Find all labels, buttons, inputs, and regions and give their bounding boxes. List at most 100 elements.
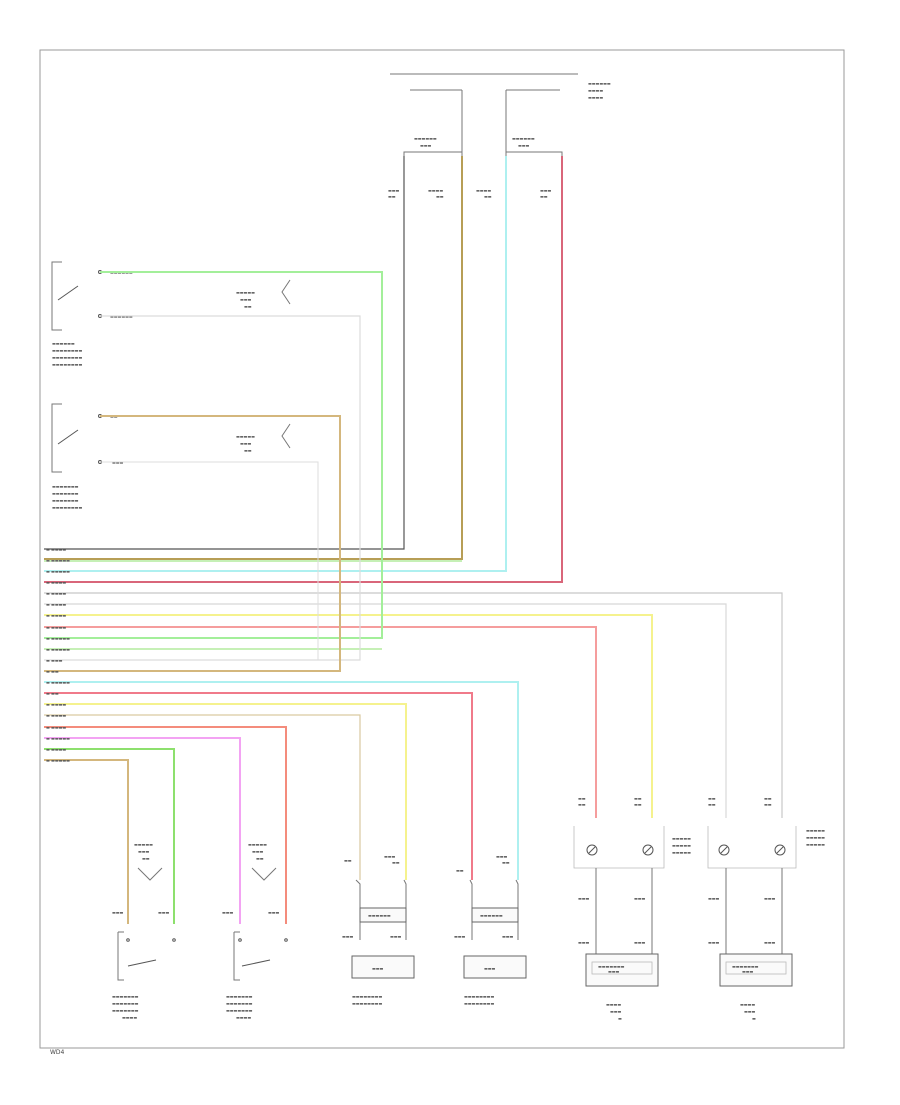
svg-text:▬ ▬▬▬▬: ▬ ▬▬▬▬ xyxy=(46,613,66,618)
svg-text:▬▬: ▬▬ xyxy=(344,858,352,863)
svg-text:▬▬▬: ▬▬▬ xyxy=(518,143,530,148)
svg-text:▬▬▬▬▬: ▬▬▬▬▬ xyxy=(672,836,691,841)
svg-text:▬▬▬▬▬▬▬: ▬▬▬▬▬▬▬ xyxy=(598,964,625,969)
svg-text:▬▬▬: ▬▬▬ xyxy=(610,1009,622,1014)
svg-text:▬ ▬▬: ▬ ▬▬ xyxy=(46,691,59,696)
passenger-seat-belt-switch: ▬▬▬▬▬▬▬ ▬▬▬▬▬▬▬ ▬▬▬▬▬▬▬ ▬▬▬▬▬▬▬▬ ▬▬ ▬▬▬ … xyxy=(51,403,291,510)
svg-text:▬▬▬▬▬▬▬: ▬▬▬▬▬▬▬ xyxy=(732,964,759,969)
svg-text:▬▬▬: ▬▬▬ xyxy=(240,441,252,446)
svg-text:▬▬▬: ▬▬▬ xyxy=(252,849,264,854)
svg-text:▬▬▬▬▬: ▬▬▬▬▬ xyxy=(134,842,153,847)
svg-text:▬ ▬▬▬▬▬: ▬ ▬▬▬▬▬ xyxy=(46,636,70,641)
svg-text:▬▬: ▬▬ xyxy=(142,856,150,861)
svg-text:▬▬▬▬▬▬: ▬▬▬▬▬▬ xyxy=(588,81,611,86)
svg-text:▬▬: ▬▬ xyxy=(578,796,586,801)
svg-text:▬ ▬▬▬▬: ▬ ▬▬▬▬ xyxy=(46,747,66,752)
svg-text:▬▬▬: ▬▬▬ xyxy=(578,896,590,901)
svg-text:▬▬: ▬▬ xyxy=(502,860,510,865)
footer-code: WD4 xyxy=(50,1049,65,1056)
svg-text:▬▬: ▬▬ xyxy=(244,304,252,309)
svg-text:▬ ▬▬▬▬▬: ▬ ▬▬▬▬▬ xyxy=(46,558,70,563)
svg-text:▬▬▬▬: ▬▬▬▬ xyxy=(588,95,603,100)
svg-text:▬▬▬▬▬: ▬▬▬▬▬ xyxy=(806,842,825,847)
svg-text:▬▬: ▬▬ xyxy=(244,448,252,453)
svg-text:▬▬▬▬▬▬▬: ▬▬▬▬▬▬▬ xyxy=(226,1008,253,1013)
svg-text:▬ ▬▬▬▬▬: ▬ ▬▬▬▬▬ xyxy=(46,680,70,685)
air-bag-module-2: ▬▬ ▬▬ ▬▬ ▬▬ ▬▬▬▬▬ ▬▬▬▬▬ ▬▬▬▬▬ ▬▬▬ ▬▬▬ ▬▬… xyxy=(707,796,825,1021)
svg-text:▬▬: ▬▬ xyxy=(764,802,772,807)
svg-text:▬▬▬▬▬▬▬: ▬▬▬▬▬▬▬ xyxy=(52,498,79,503)
svg-text:▬▬: ▬▬ xyxy=(388,194,396,199)
svg-text:▬▬▬: ▬▬▬ xyxy=(742,969,754,974)
svg-text:▬▬▬: ▬▬▬ xyxy=(764,896,776,901)
svg-text:▬▬▬▬▬: ▬▬▬▬▬ xyxy=(672,843,691,848)
svg-text:▬▬▬▬: ▬▬▬▬ xyxy=(236,1015,251,1020)
svg-text:▬▬▬▬▬▬▬: ▬▬▬▬▬▬▬ xyxy=(226,1001,253,1006)
svg-text:▬▬▬▬: ▬▬▬▬ xyxy=(476,188,491,193)
svg-text:▬▬▬▬▬▬▬: ▬▬▬▬▬▬▬ xyxy=(112,1001,139,1006)
svg-text:▬ ▬▬▬: ▬ ▬▬▬ xyxy=(46,658,63,663)
svg-text:▬▬▬▬: ▬▬▬▬ xyxy=(588,88,603,93)
svg-text:▬▬▬▬▬▬▬▬: ▬▬▬▬▬▬▬▬ xyxy=(52,362,82,367)
svg-text:▬▬: ▬▬ xyxy=(634,796,642,801)
driver-seat-belt-switch: ▬▬▬▬▬▬ ▬▬▬▬▬▬▬▬ ▬▬▬▬▬▬▬▬ ▬▬▬▬▬▬▬▬ ▬▬▬▬▬▬… xyxy=(51,261,291,367)
svg-text:▬▬: ▬▬ xyxy=(578,802,586,807)
top-connector-assembly: ▬▬▬▬▬▬ ▬▬▬▬ ▬▬▬▬ ▬▬▬▬▬▬ ▬▬▬ ▬▬▬▬▬▬ ▬▬▬ ▬… xyxy=(388,73,611,199)
svg-text:▬ ▬▬: ▬ ▬▬ xyxy=(46,669,59,674)
svg-text:▬▬▬: ▬▬▬ xyxy=(384,854,396,859)
svg-text:▬▬▬: ▬▬▬ xyxy=(240,297,252,302)
svg-text:▬▬: ▬▬ xyxy=(484,194,492,199)
svg-text:▬▬▬▬▬: ▬▬▬▬▬ xyxy=(236,290,255,295)
svg-text:▬▬: ▬▬ xyxy=(436,194,444,199)
svg-text:▬▬: ▬▬ xyxy=(256,856,264,861)
svg-text:▬▬▬▬▬▬▬▬: ▬▬▬▬▬▬▬▬ xyxy=(52,355,82,360)
svg-text:▬▬▬▬▬▬: ▬▬▬▬▬▬ xyxy=(512,136,535,141)
right-seat-track-switch: ▬▬▬▬▬ ▬▬▬ ▬▬ ▬▬▬ ▬▬▬ ▬▬▬▬▬▬▬ ▬▬▬▬▬▬▬ ▬▬▬… xyxy=(222,842,288,1020)
svg-text:▬▬: ▬▬ xyxy=(634,802,642,807)
svg-text:▬▬▬▬▬▬▬: ▬▬▬▬▬▬▬ xyxy=(226,994,253,999)
svg-text:▬▬▬▬▬▬▬▬: ▬▬▬▬▬▬▬▬ xyxy=(464,994,494,999)
svg-text:▬▬▬: ▬▬▬ xyxy=(138,849,150,854)
svg-text:▬▬▬▬▬: ▬▬▬▬▬ xyxy=(248,842,267,847)
svg-text:▬ ▬▬▬▬: ▬ ▬▬▬▬ xyxy=(46,713,66,718)
svg-text:▬▬▬: ▬▬▬ xyxy=(540,188,552,193)
svg-text:▬▬▬: ▬▬▬ xyxy=(388,188,400,193)
svg-text:▬ ▬▬▬▬: ▬ ▬▬▬▬ xyxy=(46,580,66,585)
svg-text:▬▬▬: ▬▬▬ xyxy=(608,969,620,974)
svg-text:▬▬▬: ▬▬▬ xyxy=(764,940,776,945)
svg-text:▬▬▬▬▬▬▬: ▬▬▬▬▬▬▬ xyxy=(112,1008,139,1013)
svg-text:▬▬▬▬▬▬: ▬▬▬▬▬▬ xyxy=(414,136,437,141)
svg-text:▬▬: ▬▬ xyxy=(392,860,400,865)
air-bag-module-1: ▬▬ ▬▬ ▬▬ ▬▬ ▬▬▬▬▬ ▬▬▬▬▬ ▬▬▬▬▬ ▬▬▬ ▬▬▬ ▬▬… xyxy=(573,796,691,1021)
svg-text:▬▬▬▬▬▬▬: ▬▬▬▬▬▬▬ xyxy=(52,484,79,489)
svg-text:▬▬▬▬: ▬▬▬▬ xyxy=(428,188,443,193)
svg-text:▬▬▬: ▬▬▬ xyxy=(708,896,720,901)
svg-text:▬▬▬▬: ▬▬▬▬ xyxy=(122,1015,137,1020)
svg-text:▬ ▬▬▬▬▬: ▬ ▬▬▬▬▬ xyxy=(46,736,70,741)
svg-text:▬▬▬: ▬▬▬ xyxy=(390,934,402,939)
svg-text:▬ ▬▬▬▬: ▬ ▬▬▬▬ xyxy=(46,725,66,730)
svg-text:▬▬▬▬▬▬▬▬: ▬▬▬▬▬▬▬▬ xyxy=(352,994,382,999)
right-side-air-bag-module: ▬▬ ▬▬▬ ▬▬ ▬▬▬▬▬▬ ▬▬▬ ▬▬▬ ▬▬▬ ▬▬▬▬▬▬▬▬ ▬▬… xyxy=(342,854,415,1006)
svg-text:▬▬▬: ▬▬▬ xyxy=(634,896,646,901)
svg-text:▬▬▬: ▬▬▬ xyxy=(454,934,466,939)
svg-text:▬▬▬: ▬▬▬ xyxy=(578,940,590,945)
svg-text:▬ ▬▬▬▬: ▬ ▬▬▬▬ xyxy=(46,702,66,707)
svg-text:▬▬▬▬▬: ▬▬▬▬▬ xyxy=(806,828,825,833)
svg-text:▬▬▬▬▬▬▬▬: ▬▬▬▬▬▬▬▬ xyxy=(352,1001,382,1006)
svg-text:▬▬▬▬▬▬▬: ▬▬▬▬▬▬▬ xyxy=(52,491,79,496)
svg-text:▬▬▬: ▬▬▬ xyxy=(744,1009,756,1014)
svg-text:▬: ▬ xyxy=(752,1016,756,1021)
svg-text:▬▬: ▬▬ xyxy=(708,796,716,801)
svg-text:▬▬▬▬▬▬: ▬▬▬▬▬▬ xyxy=(368,913,391,918)
svg-text:▬: ▬ xyxy=(618,1016,622,1021)
svg-text:▬▬▬: ▬▬▬ xyxy=(708,940,720,945)
svg-text:▬ ▬▬▬▬: ▬ ▬▬▬▬ xyxy=(46,591,66,596)
svg-text:▬ ▬▬▬▬: ▬ ▬▬▬▬ xyxy=(46,625,66,630)
svg-text:▬▬: ▬▬ xyxy=(456,868,464,873)
svg-text:▬▬▬: ▬▬▬ xyxy=(158,910,170,915)
svg-text:▬▬▬▬▬▬▬▬: ▬▬▬▬▬▬▬▬ xyxy=(52,505,82,510)
svg-text:▬▬▬: ▬▬▬ xyxy=(420,143,432,148)
svg-text:▬▬▬: ▬▬▬ xyxy=(496,854,508,859)
